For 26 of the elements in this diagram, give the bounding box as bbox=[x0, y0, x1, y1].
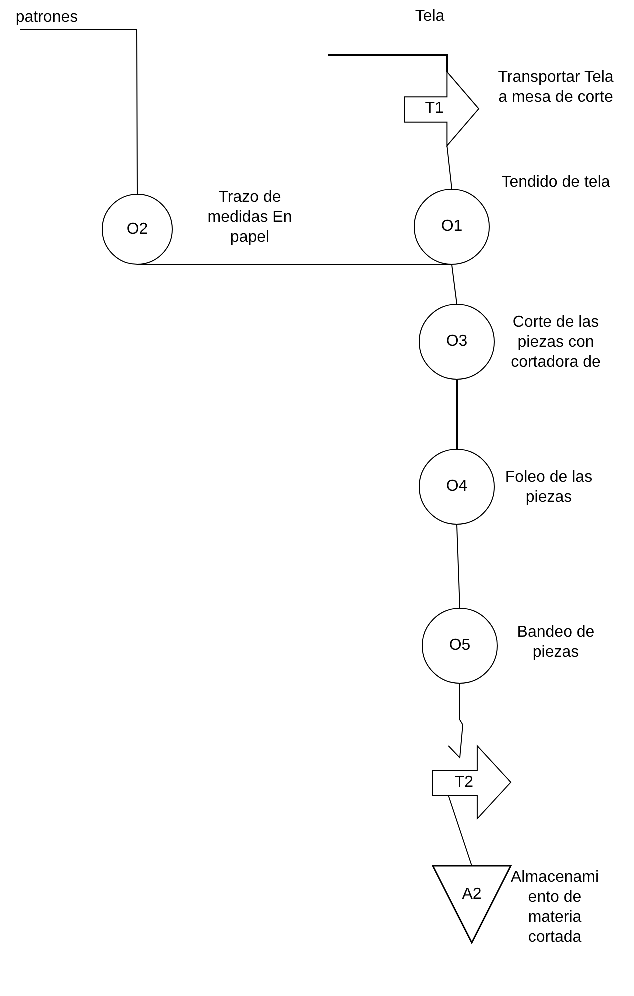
step-description: Trazo de medidas En papel bbox=[206, 188, 294, 248]
symbol-code: O3 bbox=[446, 333, 468, 351]
flow-line bbox=[328, 54, 448, 72]
symbol-code: O1 bbox=[441, 218, 463, 236]
flow-line bbox=[446, 146, 452, 190]
step-description: Tendido de tela bbox=[500, 173, 612, 193]
flow-line bbox=[452, 264, 458, 304]
symbol-code: T2 bbox=[454, 774, 474, 792]
step-description: Corte de las piezas con cortadora de bbox=[510, 313, 602, 373]
step-description: Transportar Tela a mesa de corte bbox=[497, 68, 615, 108]
flow-line bbox=[456, 380, 458, 449]
source-label: patrones bbox=[16, 9, 78, 27]
step-description: Foleo de las piezas bbox=[504, 468, 594, 508]
symbol-code: O4 bbox=[446, 478, 468, 496]
symbol-code: O2 bbox=[126, 220, 148, 238]
flow-line bbox=[456, 524, 460, 608]
step-description: Bandeo de piezas bbox=[516, 623, 596, 663]
symbol-code: T1 bbox=[425, 100, 444, 118]
flow-line bbox=[448, 684, 464, 760]
step-description: Almacenami ento de materia cortada bbox=[510, 868, 600, 948]
flow-line bbox=[448, 795, 472, 866]
symbol-code: A2 bbox=[462, 886, 482, 904]
input-label: Tela bbox=[414, 8, 446, 26]
flow-line bbox=[137, 264, 452, 266]
flow-line bbox=[20, 30, 138, 194]
symbol-code: O5 bbox=[449, 637, 471, 655]
